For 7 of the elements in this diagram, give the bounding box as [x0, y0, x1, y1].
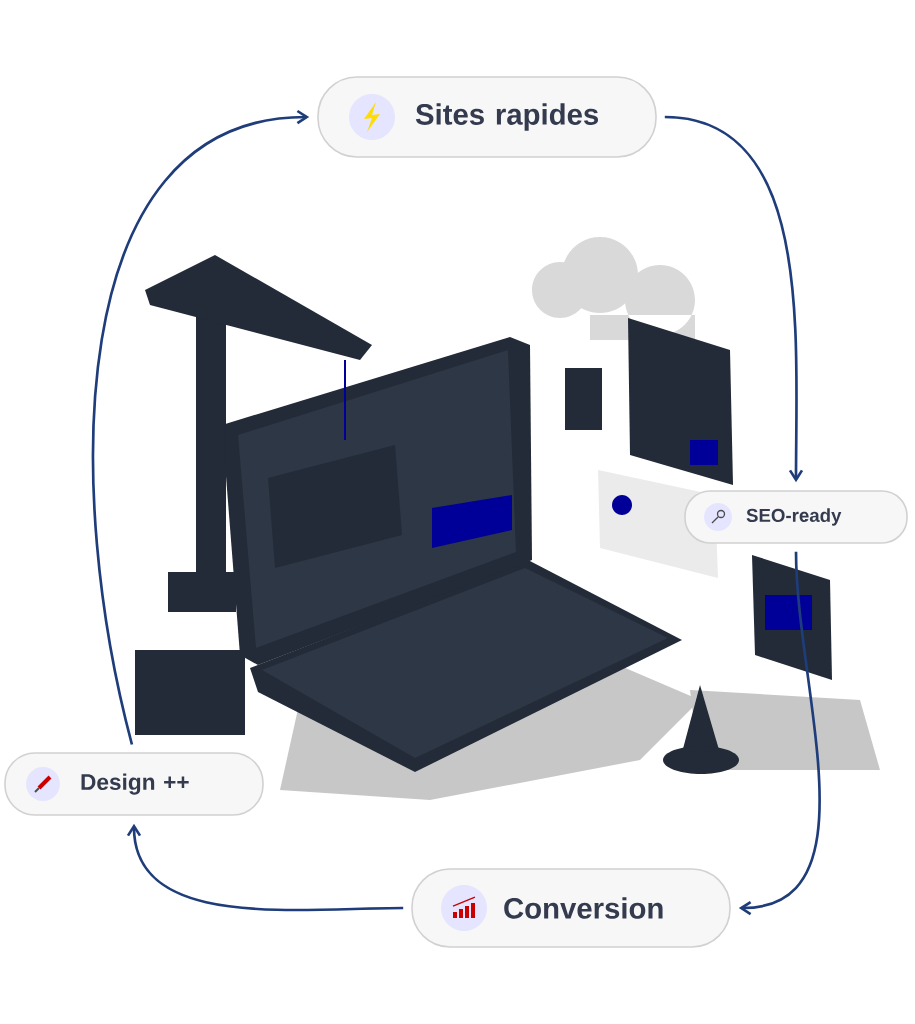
label-pill: SEO-ready [684, 490, 908, 544]
curved-arrow [91, 109, 310, 745]
label-pill: Conversion [411, 868, 731, 948]
curved-arrow [664, 115, 804, 483]
label-pill: Sites rapides [317, 76, 657, 158]
curved-arrow [126, 823, 404, 912]
label-pill: Design ++ [4, 752, 264, 816]
